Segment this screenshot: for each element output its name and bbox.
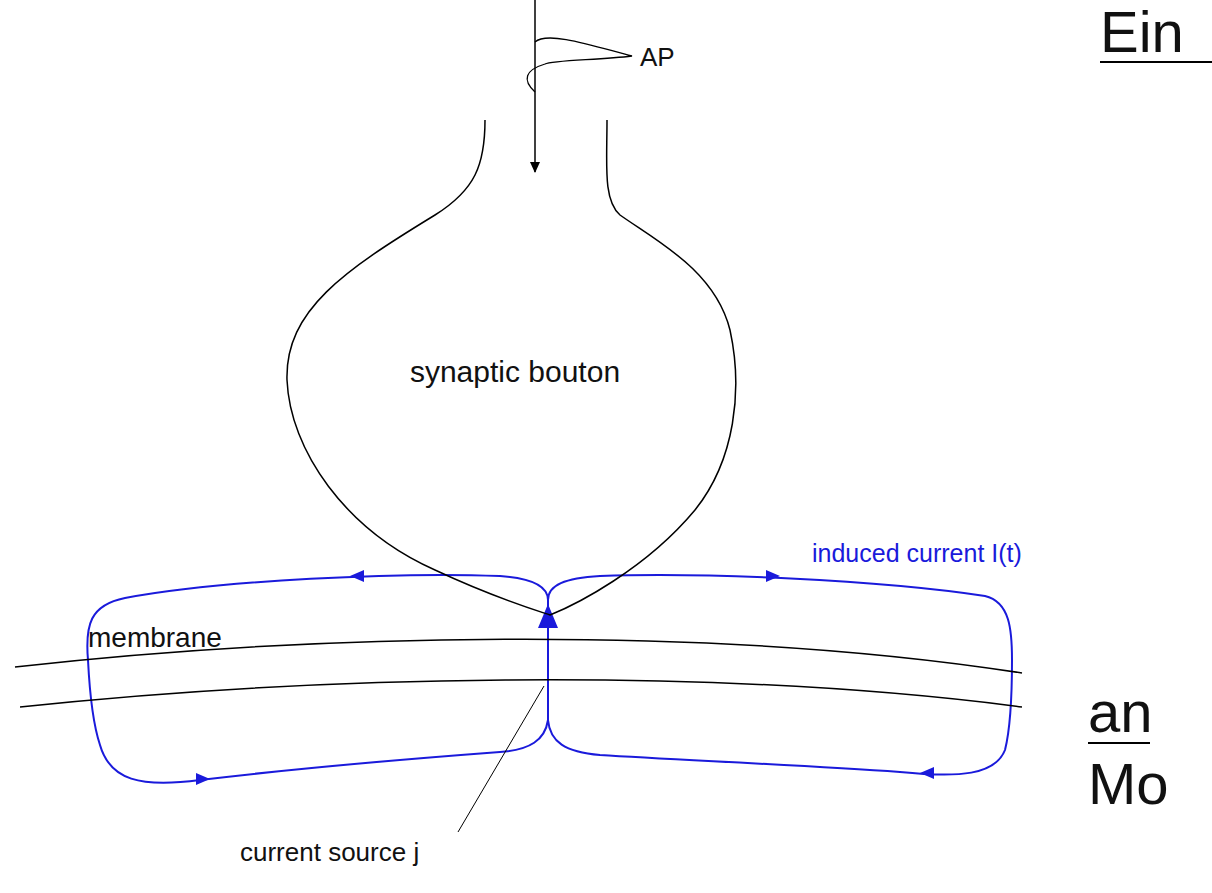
current-arrowheads bbox=[196, 570, 934, 785]
heading-fragment: an bbox=[1088, 680, 1153, 744]
bouton-shape: synaptic bouton bbox=[285, 120, 745, 620]
heading-fragment: Mo bbox=[1088, 752, 1169, 816]
leader-line bbox=[458, 686, 544, 832]
axon-line bbox=[534, 0, 536, 172]
heading-fragment: Ein bbox=[1100, 0, 1184, 64]
membrane-band: membrane bbox=[0, 615, 1030, 715]
node-label: membrane bbox=[88, 623, 222, 654]
node-label: synaptic bouton bbox=[410, 355, 620, 388]
signal-label: AP bbox=[640, 43, 675, 72]
current-loops bbox=[87, 575, 1012, 783]
ap-spike bbox=[527, 38, 632, 92]
callout-label: current source j bbox=[240, 838, 419, 867]
current-label: induced current I(t) bbox=[812, 540, 1022, 568]
